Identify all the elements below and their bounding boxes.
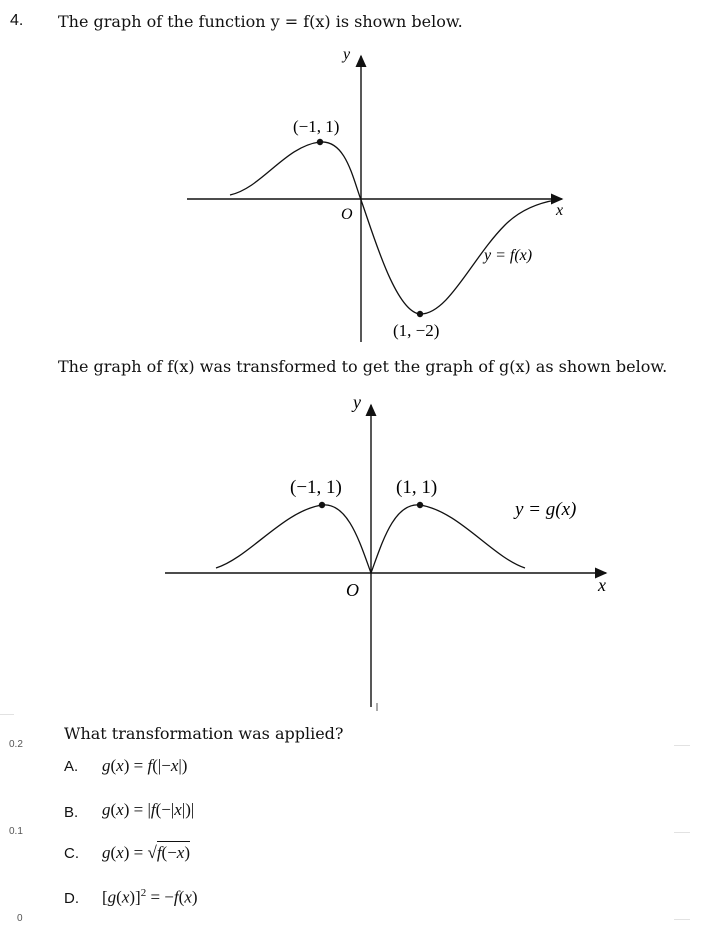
question-intro: The graph of the function y = f(x) is sh… <box>58 12 463 31</box>
f-min-point <box>416 310 424 318</box>
prompt-text: What transformation was applied? <box>64 724 344 743</box>
graph-g: y x O (−1, 1) (1, 1) y = g(x) <box>165 392 608 711</box>
g-right-point <box>416 501 424 509</box>
gridline-stub <box>674 745 690 746</box>
f-max-point <box>316 138 324 146</box>
f-max-label: (−1, 1) <box>293 117 339 136</box>
f-y-label: y <box>341 46 351 63</box>
question-number: 4. <box>10 12 24 29</box>
side-tick-label: 0 <box>17 913 23 924</box>
side-tick-label: 0.2 <box>9 739 23 750</box>
transform-text: The graph of f(x) was transformed to get… <box>58 357 668 376</box>
f-curve-label: y = f(x) <box>482 247 532 264</box>
f-origin-label: O <box>341 206 353 223</box>
option-c-letter: C. <box>64 845 79 862</box>
g-curve-label: y = g(x) <box>513 499 576 520</box>
option-d-expr[interactable]: [g(x)]2 = −f(x) <box>102 887 198 907</box>
option-b-expr[interactable]: g(x) = |f(−|x|)| <box>102 800 195 819</box>
g-origin-label: O <box>346 580 359 600</box>
option-d-letter: D. <box>64 890 79 907</box>
side-tick-label: 0.1 <box>9 826 23 837</box>
g-y-label: y <box>351 392 361 412</box>
option-a-expr[interactable]: g(x) = f(|−x|) <box>102 756 188 775</box>
option-a-letter: A. <box>64 758 79 775</box>
gridline-stub <box>674 832 690 833</box>
f-min-label: (1, −2) <box>393 321 439 340</box>
f-x-label: x <box>555 202 563 219</box>
f-curve <box>229 141 557 315</box>
g-x-label: x <box>597 575 606 595</box>
gridline-stub <box>0 714 14 715</box>
graph-f: y x O (−1, 1) (1, −2) y = f(x) <box>187 46 564 342</box>
option-c-expr[interactable]: g(x) = √f(−x) <box>102 841 191 862</box>
option-b-letter: B. <box>64 804 79 821</box>
gridline-stub <box>674 919 690 920</box>
g-left-label: (−1, 1) <box>290 477 342 498</box>
g-right-label: (1, 1) <box>396 477 437 498</box>
g-left-point <box>318 501 326 509</box>
g-curve <box>215 504 526 575</box>
